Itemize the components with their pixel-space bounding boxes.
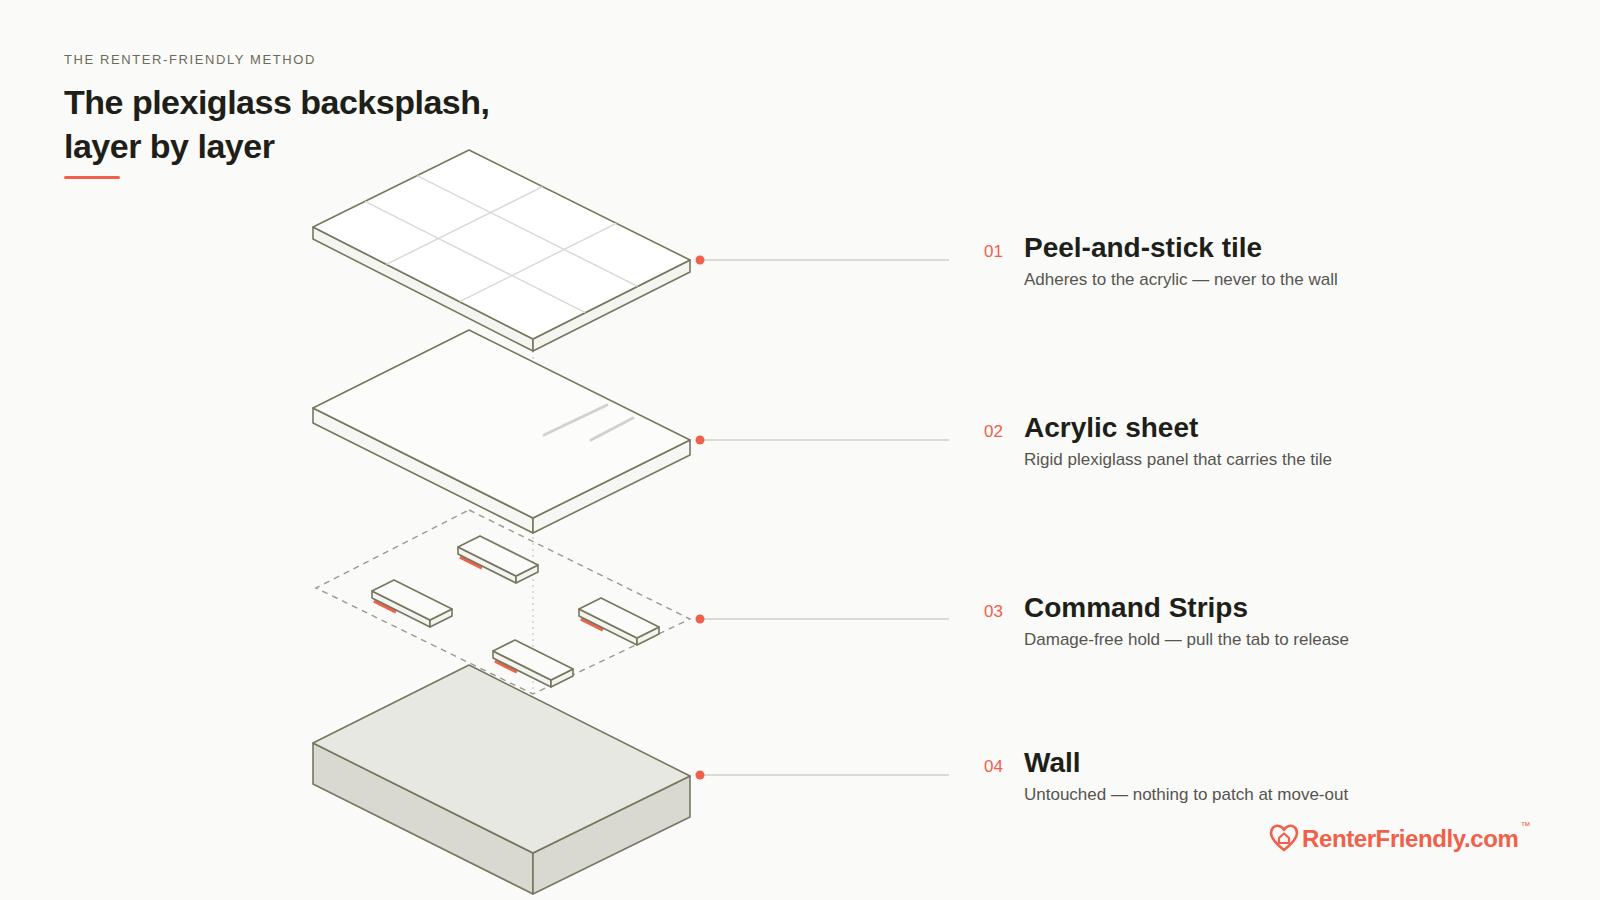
callout-number: 01: [984, 241, 1003, 262]
grout-line: [417, 176, 638, 287]
title-underline: [64, 176, 120, 179]
glare-mark: [544, 405, 607, 435]
part-name: Command Strips: [1024, 590, 1248, 625]
part-name: Acrylic sheet: [1024, 410, 1198, 445]
title: The plexiglass backsplash, layer by laye…: [64, 80, 544, 168]
callout-number: 03: [984, 601, 1003, 622]
leader-line: [697, 259, 949, 260]
command-strip: [493, 640, 573, 687]
part-name: Wall: [1024, 745, 1081, 780]
leader-line: [697, 618, 949, 619]
tile-layer: [313, 150, 690, 351]
callout-number: 04: [984, 756, 1003, 777]
part-note: Rigid plexiglass panel that carries the …: [1024, 449, 1332, 470]
logo-text: RenterFriendly.com: [1302, 824, 1518, 854]
glare-mark: [591, 418, 633, 440]
trademark: ™: [1520, 820, 1530, 833]
callout-number: 02: [984, 421, 1003, 442]
leader-dot: [696, 771, 705, 780]
leader-dot: [696, 256, 705, 265]
kicker: THE RENTER-FRIENDLY METHOD: [64, 52, 316, 68]
acrylic-sheet: [313, 330, 690, 533]
part-note: Adheres to the acrylic — never to the wa…: [1024, 269, 1338, 290]
part-note: Damage-free hold — pull the tab to relea…: [1024, 629, 1349, 650]
leader-line: [697, 774, 949, 775]
logo-icon: [1271, 826, 1297, 850]
strip-plane: [316, 510, 690, 694]
grout-line: [386, 187, 542, 265]
wall-block: [313, 665, 690, 894]
leader-line: [697, 439, 949, 440]
command-strip: [579, 598, 659, 645]
part-name: Peel-and-stick tile: [1024, 230, 1262, 265]
grout-line: [460, 223, 617, 301]
command-strip: [458, 536, 538, 583]
leader-dot: [696, 436, 705, 445]
command-strip: [372, 580, 452, 627]
leader-dot: [696, 615, 705, 624]
grout-line: [365, 201, 585, 312]
part-note: Untouched — nothing to patch at move-out: [1024, 784, 1348, 805]
